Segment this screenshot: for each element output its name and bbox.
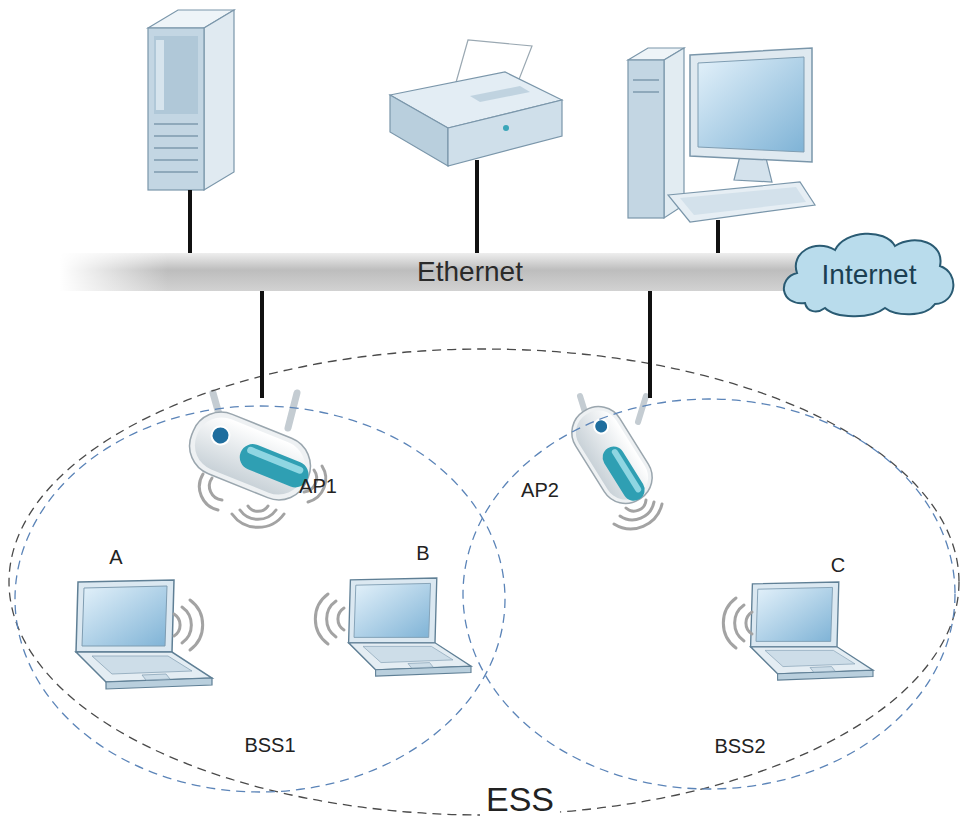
ethernet-wire [716,220,720,256]
server-tower [154,36,198,114]
access-point-device [611,448,643,494]
access-point-device [598,442,648,505]
wireless-waves [626,500,646,511]
wireless-waves [735,605,744,641]
internet-cloud: Internet [775,228,960,318]
wireless-waves [209,478,222,500]
wireless-client: A [58,545,218,690]
area-outline [462,398,956,790]
bss-area: BSS2 AP2C [462,398,956,790]
server-tower [148,28,204,190]
desktop-computer [633,79,659,81]
dashed-ellipse [15,406,505,792]
wireless-waves [620,502,654,520]
wireless-client: B [318,540,473,690]
desktop-computer [698,57,804,152]
server-tower [154,147,198,149]
desktop-computer [664,48,684,218]
server-tower [148,10,234,190]
access-point-device [638,396,646,422]
wireless-waves [248,506,268,511]
access-point-device [209,424,232,447]
server-tower [204,10,234,190]
printer [390,95,448,166]
wireless-waves [327,601,336,637]
dashed-ellipse [9,349,959,815]
node-label: AP2 [521,479,559,501]
wireless-waves [240,510,276,519]
desktop-computer [668,182,815,222]
wireless-waves [232,514,284,527]
printer [448,100,562,166]
access-point-device [562,397,661,513]
node-label: BSS2 [714,735,765,757]
server-tower [154,171,198,173]
wireless-client: C [725,550,875,690]
node-label: AP1 [299,475,337,497]
node-label: ESS [480,781,560,818]
access-point-device [562,396,661,513]
desktop-computer [690,48,812,162]
wireless-waves [182,607,191,643]
wireless-waves [199,474,218,510]
node-label: Ethernet [417,257,523,288]
ethernet-wire [475,160,479,256]
access-point: AP1 [185,398,335,506]
desktop-computer [680,187,806,215]
access-point-device [562,397,661,513]
wireless-waves [174,466,752,650]
wireless-waves [614,504,662,529]
desktop-computer [628,48,815,222]
server-tower [156,40,164,110]
ethernet-cable [648,291,652,398]
desktop-computer [628,60,664,218]
node-label: B [416,542,429,564]
access-point: AP2 [520,398,670,506]
network-bus: Ethernet [60,253,830,291]
printer [390,40,562,166]
ethernet-cable [260,291,264,398]
printer [470,86,530,102]
wireless-waves [174,614,180,636]
laptop-computer [349,578,471,676]
access-point-device [187,410,313,503]
ethernet-wire [188,190,192,256]
wireless-waves [746,612,752,634]
ess-area: ESS BSS1 AP1A B BSS2 AP2C [8,348,960,816]
node-label: BSS1 [244,734,295,756]
node-label: Internet [822,260,917,291]
wireless-waves [190,600,203,650]
access-point-device [288,393,297,428]
wireless-waves [315,594,328,644]
bss-area: BSS1 AP1A B [14,405,506,793]
printer [503,125,509,131]
server-tower [154,159,198,161]
access-point-device [246,446,304,475]
node-label: A [109,546,122,568]
ethernet-wire [190,160,718,256]
desktop-computer [633,91,659,93]
server-tower [154,135,198,137]
area-outline [8,348,960,816]
access-point-device [568,403,656,508]
access-point-device [592,417,611,436]
cloud-shape [784,234,954,317]
wireless-waves [338,608,344,630]
server-tower [154,123,198,125]
laptop-computer [751,582,873,680]
dashed-ellipse [463,399,955,789]
wireless-waves [723,598,736,648]
laptop-computer [76,580,212,689]
node-label: C [831,554,845,576]
